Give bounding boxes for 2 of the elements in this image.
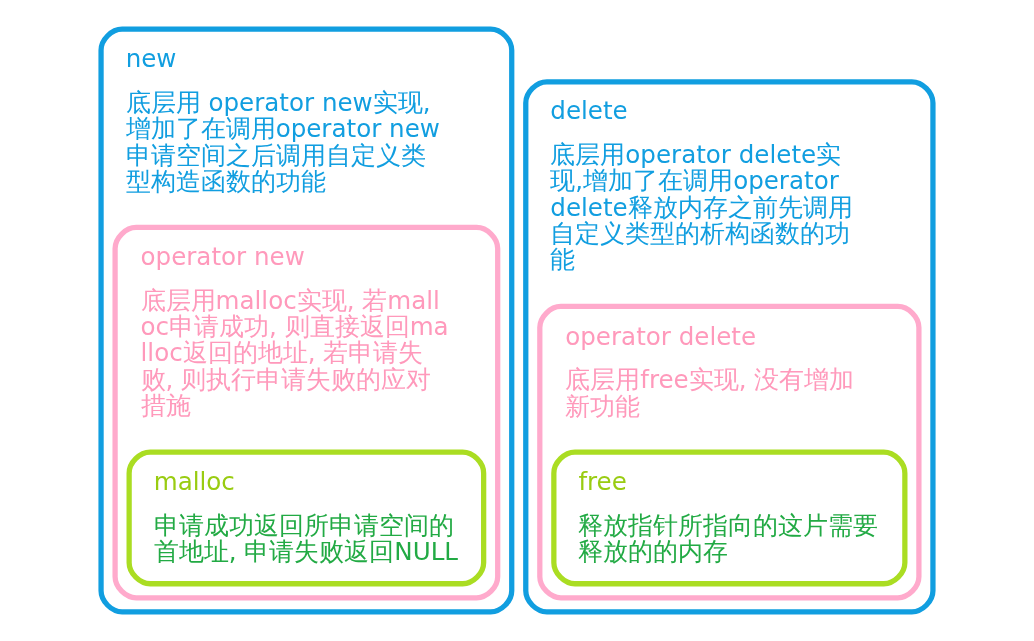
node-box: free 释放指针所指向的这片需要释放的的内存 (551, 449, 908, 587)
node-box: malloc 申请成功返回所申请空间的首地址, 申请失败返回NULL (126, 449, 487, 587)
